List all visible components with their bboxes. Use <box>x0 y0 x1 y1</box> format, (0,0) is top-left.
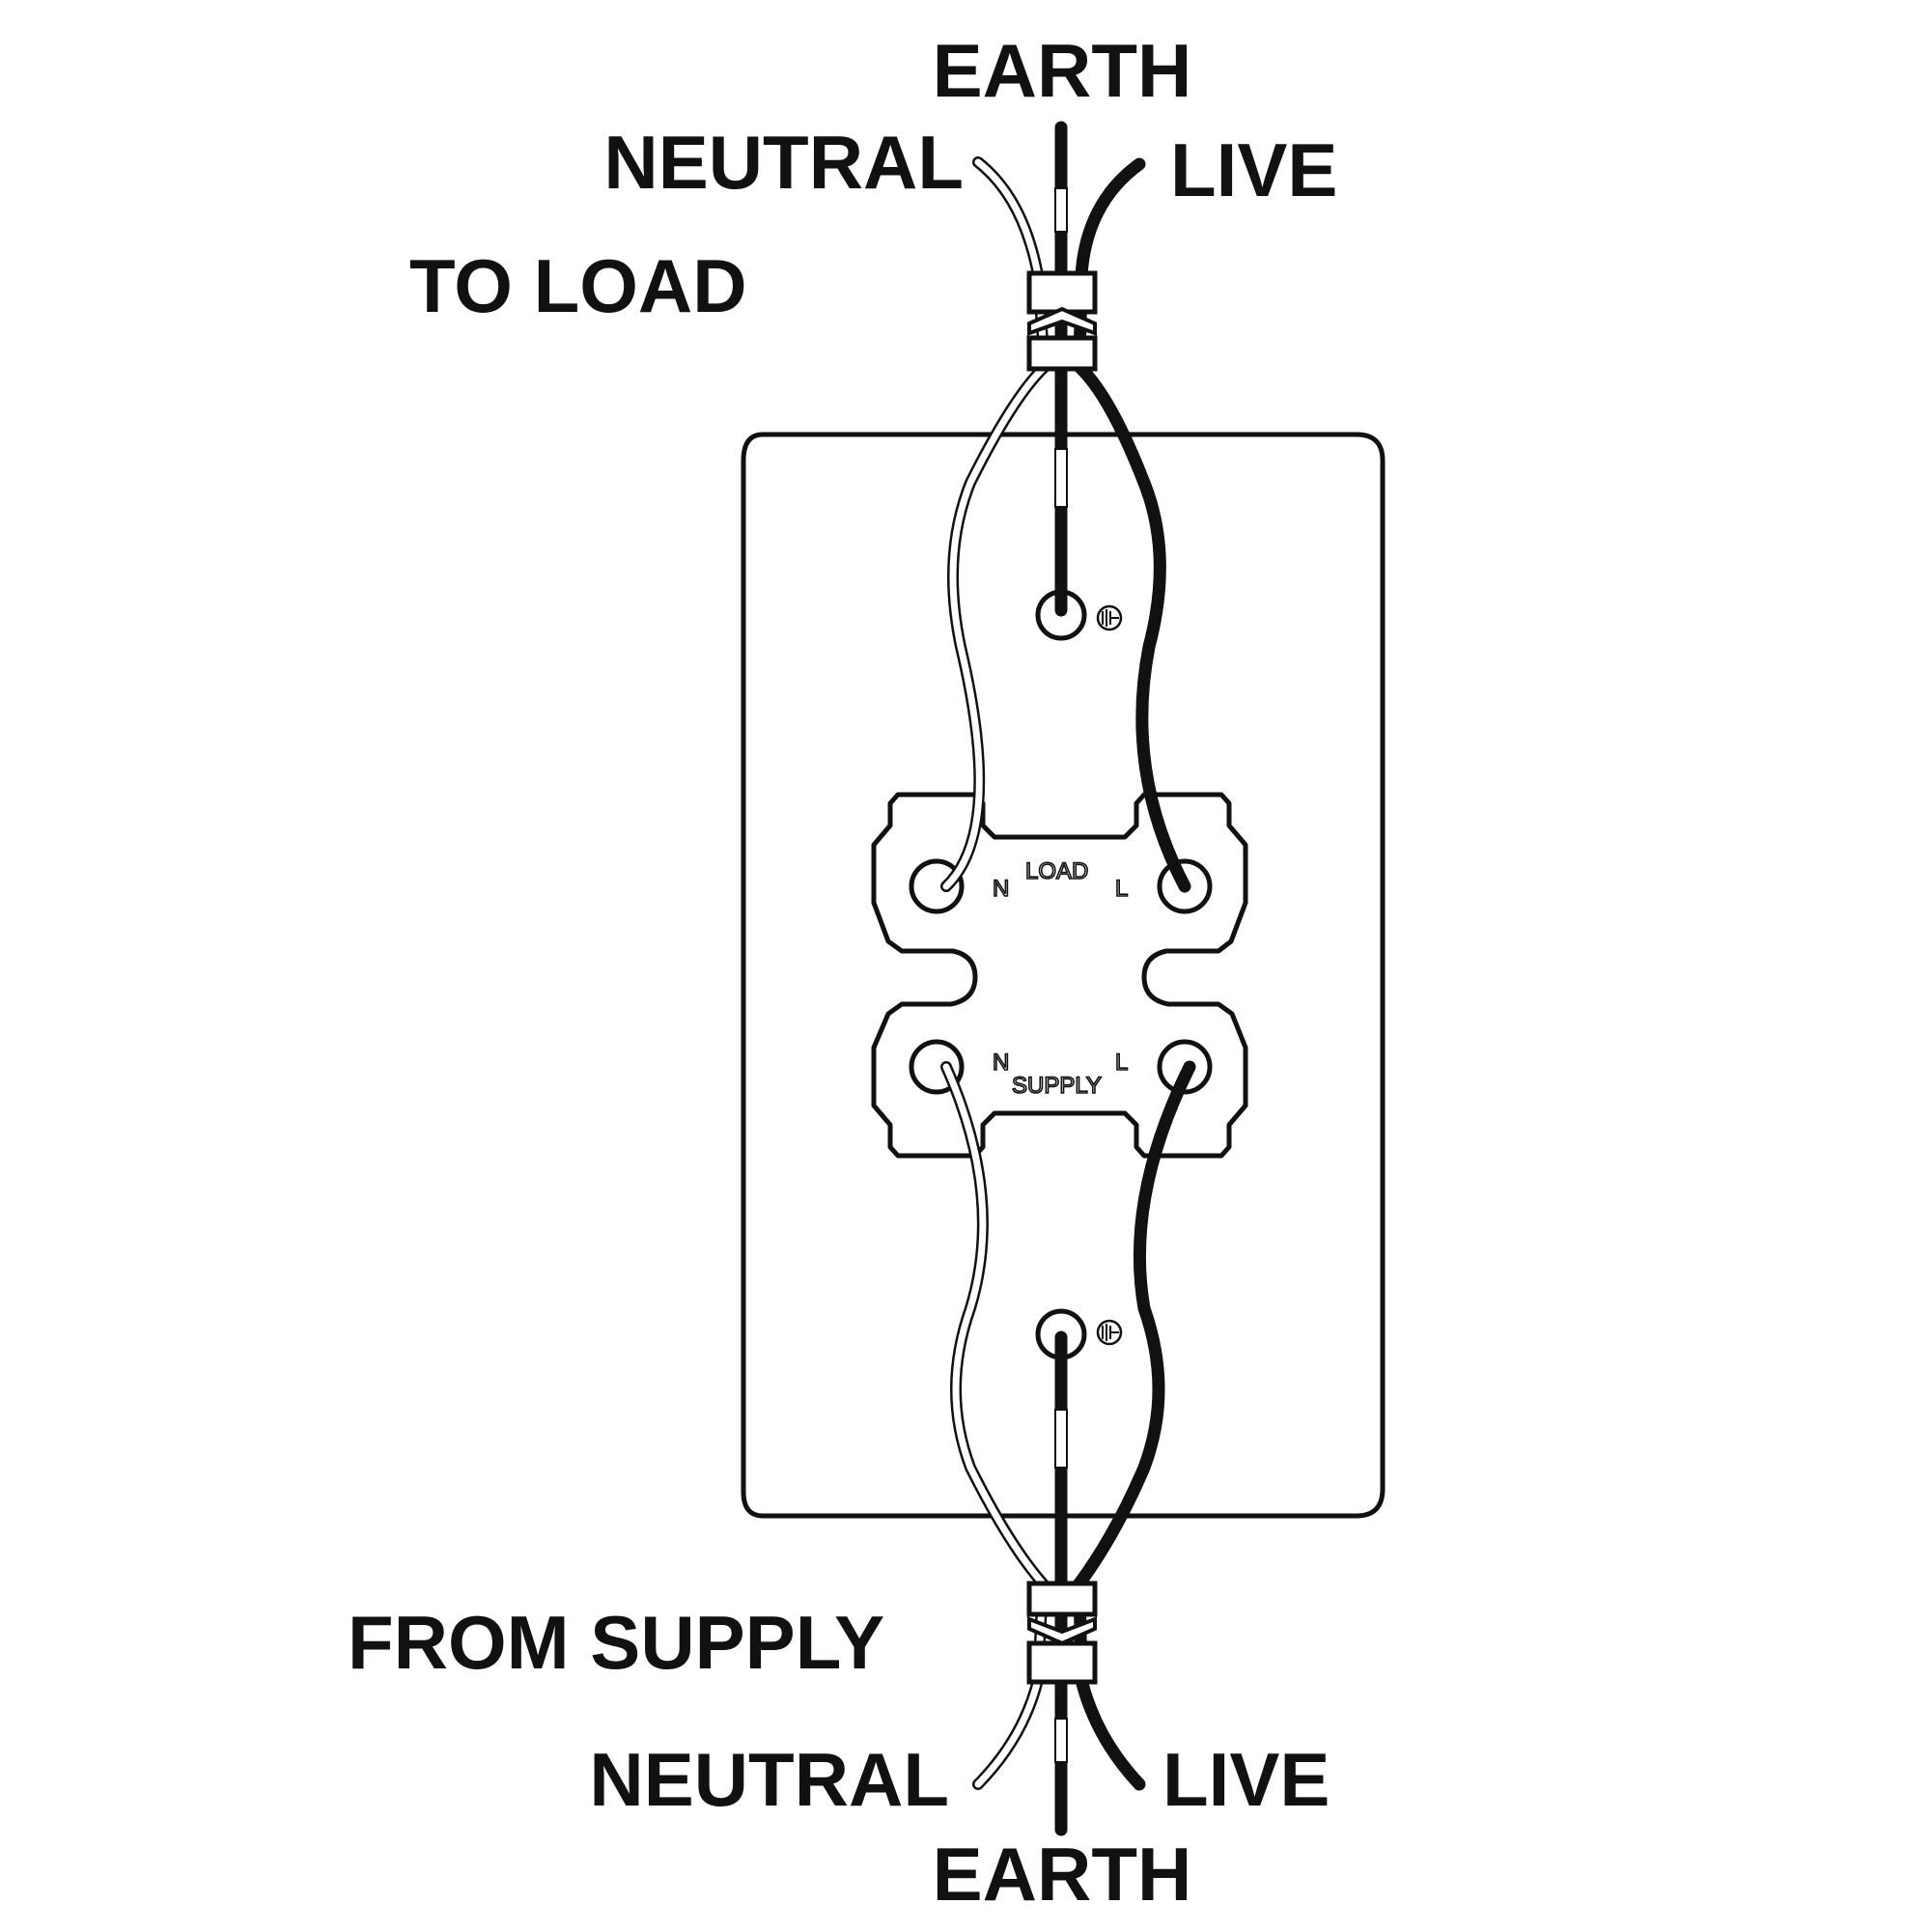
earth-ground-icon <box>1096 1319 1123 1346</box>
supply-l-label: L <box>1115 1050 1128 1076</box>
label-bottom-live: LIVE <box>1162 1737 1330 1822</box>
label-to-load: TO LOAD <box>409 243 747 328</box>
live-wire-top <box>1073 157 1191 893</box>
load-n-label: N <box>993 876 1009 902</box>
label-bottom-earth: EARTH <box>933 1832 1192 1917</box>
load-l-label: L <box>1115 876 1128 902</box>
label-top-earth: EARTH <box>933 28 1192 113</box>
neutral-wire-top <box>940 156 1051 892</box>
label-from-supply: FROM SUPPLY <box>348 1600 884 1685</box>
terminal-load-neutral <box>909 858 965 914</box>
live-wire-bottom <box>1073 1060 1196 1791</box>
label-bottom-neutral: NEUTRAL <box>589 1737 949 1822</box>
supply-label: SUPPLY <box>1012 1073 1102 1099</box>
label-top-live: LIVE <box>1170 127 1337 212</box>
neutral-wire-bottom <box>940 1061 1050 1790</box>
supply-n-label: N <box>993 1050 1009 1076</box>
earth-ground-icon <box>1096 604 1123 631</box>
terminal-block-load <box>871 792 1248 1159</box>
label-top-neutral: NEUTRAL <box>603 120 964 205</box>
load-label: LOAD <box>1025 858 1088 884</box>
cable-sleeve-bottom <box>1026 1581 1098 1685</box>
cable-sleeve-top <box>1026 270 1098 372</box>
